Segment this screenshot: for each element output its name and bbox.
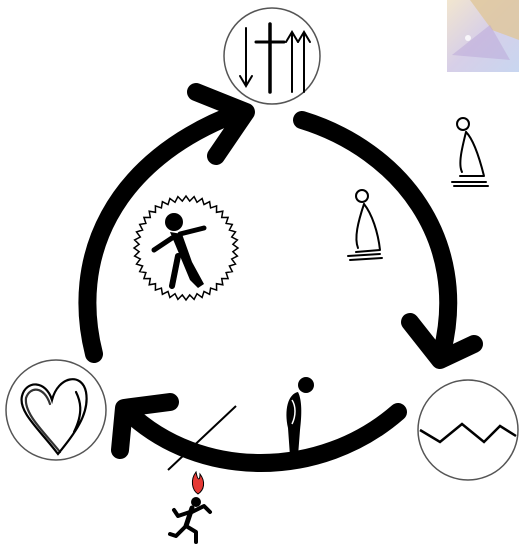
node-heart [6, 360, 106, 460]
node-zigzag [418, 380, 518, 480]
bowed-head-figure-icon [286, 377, 314, 456]
reaching-figure-badge-icon [134, 196, 238, 300]
running-figure-fire-icon [170, 472, 210, 542]
photo-thumbnail-icon [447, 0, 519, 72]
node-cross [224, 8, 320, 104]
cycle-arrow-bottom [120, 402, 398, 463]
cycle-arrow-right [302, 120, 474, 360]
kneeling-figure-icon [452, 118, 488, 186]
kneeling-figure-icon [348, 190, 382, 260]
